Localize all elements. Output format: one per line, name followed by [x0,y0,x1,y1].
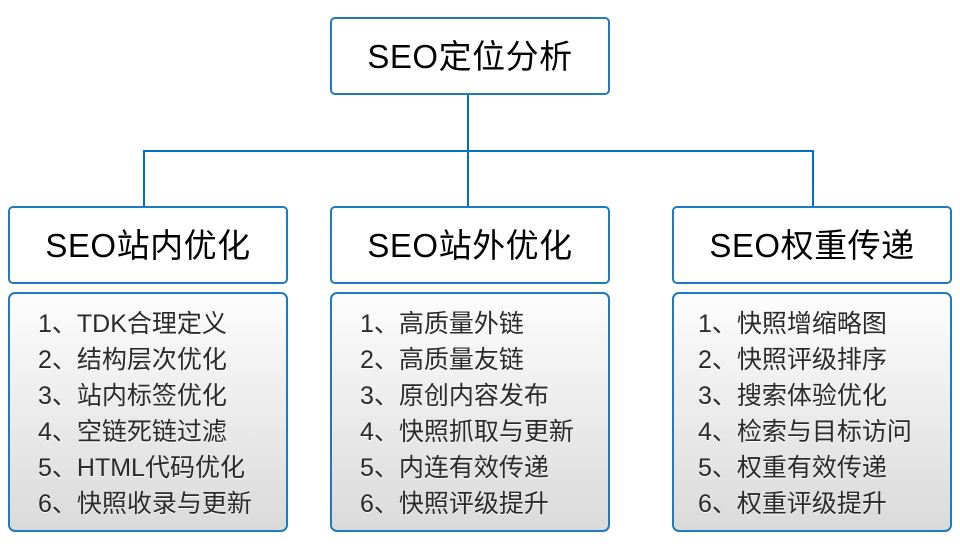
root-node-label: SEO定位分析 [367,37,573,75]
list-item: 4、空链死链过滤 [38,418,227,446]
branch-list-offsite: 1、高质量外链 2、高质量友链 3、原创内容发布 4、快照抓取与更新 5、内连有… [330,292,610,532]
connector-branch-3-drop [812,150,814,206]
list-item: 6、快照评级提升 [360,490,549,518]
connector-horizontal-bus [143,150,814,152]
list-item: 2、快照评级排序 [698,346,887,374]
branch-list-weight-transfer: 1、快照增缩略图 2、快照评级排序 3、搜索体验优化 4、检索与目标访问 5、权… [672,292,952,532]
list-item: 1、快照增缩略图 [698,310,887,338]
branch-header-onsite[interactable]: SEO站内优化 [8,206,288,284]
list-item: 2、结构层次优化 [38,346,227,374]
list-item: 1、TDK合理定义 [38,310,227,338]
list-item: 2、高质量友链 [360,346,524,374]
branch-list-onsite: 1、TDK合理定义 2、结构层次优化 3、站内标签优化 4、空链死链过滤 5、H… [8,292,288,532]
branch-header-weight-transfer[interactable]: SEO权重传递 [672,206,952,284]
branch-header-label: SEO站外优化 [367,226,573,264]
connector-branch-2-drop [467,150,469,206]
list-item: 3、原创内容发布 [360,382,549,410]
branch-header-offsite[interactable]: SEO站外优化 [330,206,610,284]
list-item: 1、高质量外链 [360,310,524,338]
connector-root-stem [467,95,469,152]
list-item: 6、权重评级提升 [698,490,887,518]
branch-column-weight-transfer: SEO权重传递 1、快照增缩略图 2、快照评级排序 3、搜索体验优化 4、检索与… [672,206,952,532]
list-item: 4、快照抓取与更新 [360,418,574,446]
list-item: 5、权重有效传递 [698,454,887,482]
list-item: 3、搜索体验优化 [698,382,887,410]
root-node-seo-positioning-analysis[interactable]: SEO定位分析 [330,17,610,95]
branch-column-onsite: SEO站内优化 1、TDK合理定义 2、结构层次优化 3、站内标签优化 4、空链… [8,206,288,532]
list-item: 5、内连有效传递 [360,454,549,482]
list-item: 4、检索与目标访问 [698,418,912,446]
list-item: 5、HTML代码优化 [38,454,245,482]
list-item: 3、站内标签优化 [38,382,227,410]
connector-branch-1-drop [143,150,145,206]
branch-column-offsite: SEO站外优化 1、高质量外链 2、高质量友链 3、原创内容发布 4、快照抓取与… [330,206,610,532]
branch-header-label: SEO权重传递 [709,226,915,264]
list-item: 6、快照收录与更新 [38,490,252,518]
branch-header-label: SEO站内优化 [45,226,251,264]
